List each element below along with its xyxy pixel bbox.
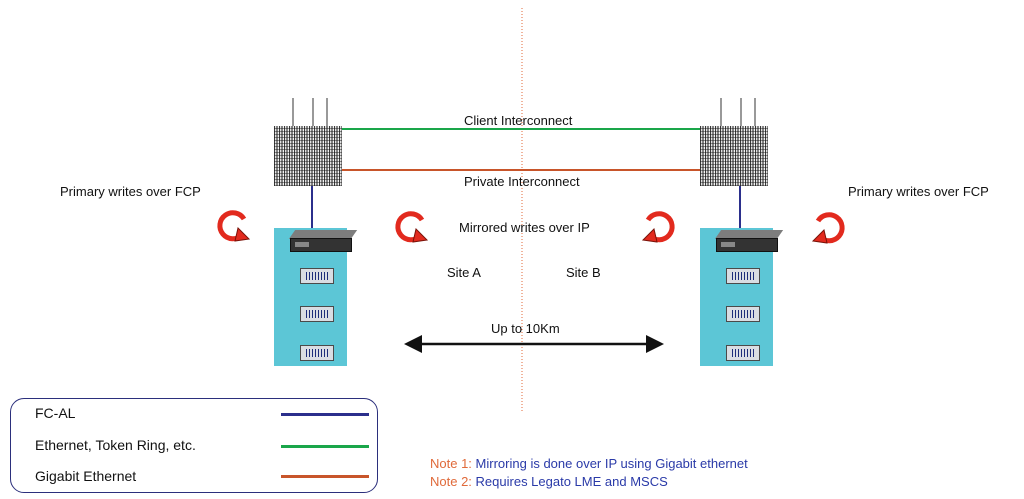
rotation-arrow-icon-inner-left (395, 211, 429, 243)
note-1-key: Note 1: (430, 456, 472, 471)
note-2-text: Requires Legato LME and MSCS (475, 474, 668, 489)
primary-writes-left-label: Primary writes over FCP (60, 184, 201, 199)
rotation-arrow-icon-far-left (217, 210, 251, 242)
legend-label-ethernet: Ethernet, Token Ring, etc. (35, 437, 196, 453)
server-cluster-right-icon (700, 126, 768, 186)
primary-writes-right-label: Primary writes over FCP (848, 184, 989, 199)
site-b-label: Site B (566, 265, 601, 280)
rotation-arrow-icon-far-right (811, 212, 845, 244)
rotation-arrow-icon-inner-right (641, 211, 675, 243)
note-1-text: Mirroring is done over IP using Gigabit … (475, 456, 748, 471)
site-a-label: Site A (447, 265, 481, 280)
legend-box: FC-AL Ethernet, Token Ring, etc. Gigabit… (10, 398, 378, 493)
distance-arrow (404, 335, 664, 353)
server-antenna-right-3 (754, 98, 756, 128)
disk-icon (726, 306, 760, 322)
note-2-key: Note 2: (430, 474, 472, 489)
disk-icon (726, 268, 760, 284)
legend-line-fcal (281, 413, 369, 416)
mirrored-writes-label: Mirrored writes over IP (459, 220, 590, 235)
note-1: Note 1: Mirroring is done over IP using … (430, 456, 748, 471)
server-antenna-left-3 (326, 98, 328, 128)
distance-label: Up to 10Km (491, 321, 560, 336)
disk-icon (300, 345, 334, 361)
legend-line-ethernet (281, 445, 369, 448)
legend-line-gigabit (281, 475, 369, 478)
legend-label-fcal: FC-AL (35, 405, 76, 421)
private-interconnect-label: Private Interconnect (464, 174, 580, 189)
storage-controller-icon (716, 238, 778, 252)
server-antenna-left-1 (292, 98, 294, 128)
disk-icon (300, 268, 334, 284)
note-2: Note 2: Requires Legato LME and MSCS (430, 474, 668, 489)
server-antenna-left-2 (312, 98, 314, 128)
server-antenna-right-2 (740, 98, 742, 128)
storage-array-right (700, 228, 784, 366)
disk-icon (300, 306, 334, 322)
storage-array-left (274, 228, 358, 366)
client-interconnect-label: Client Interconnect (464, 113, 573, 128)
server-cluster-left-icon (274, 126, 342, 186)
disk-icon (726, 345, 760, 361)
storage-controller-icon (290, 238, 352, 252)
server-antenna-right-1 (720, 98, 722, 128)
legend-label-gigabit: Gigabit Ethernet (35, 468, 137, 484)
